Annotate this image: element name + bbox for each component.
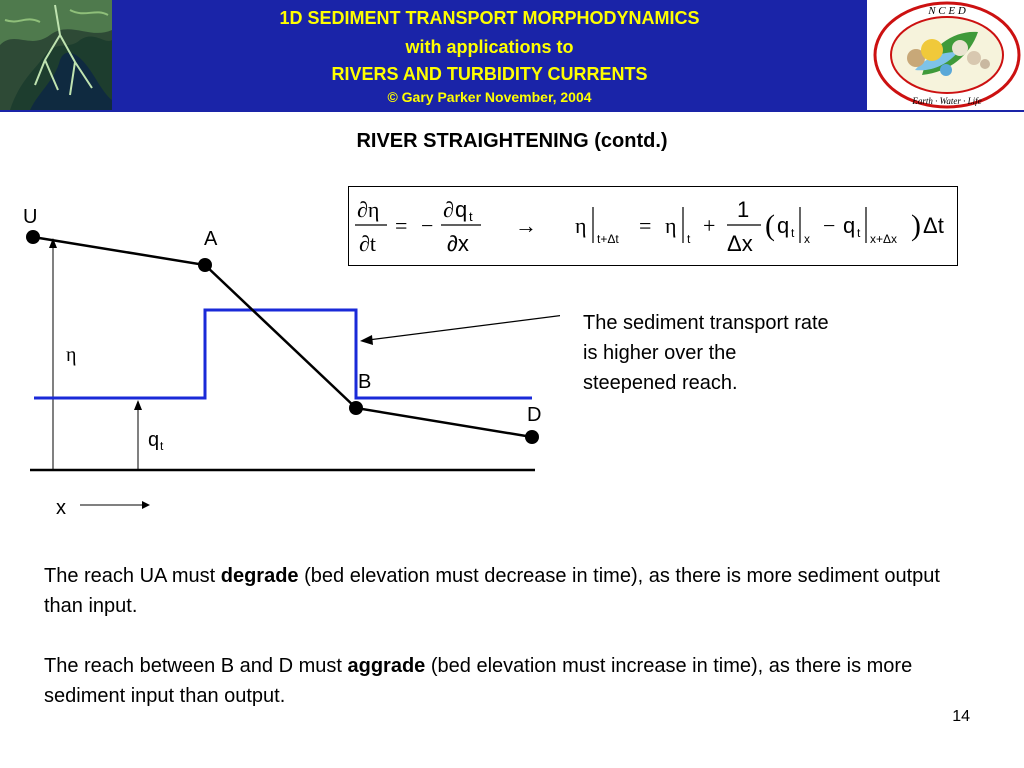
logo-ring-text: Earth · Water · Life (911, 96, 981, 106)
eq-plus: + (703, 213, 715, 238)
paragraph-aggrade: The reach between B and D must aggrade (… (44, 651, 984, 711)
header-divider (0, 110, 1024, 112)
logo-letters: N C E D (927, 5, 966, 17)
callout-line-2: is higher over the (583, 342, 737, 364)
eq-frac-denominator: Δx (727, 231, 753, 256)
eq-left-paren: ( (765, 209, 775, 242)
callout-text: The sediment transport rate is higher ov… (583, 308, 913, 398)
equation-box: ∂η ∂t = − ∂ q t ∂x → η t+Δt = η t + 1 Δx… (348, 186, 958, 266)
course-title-line1: 1D SEDIMENT TRANSPORT MORPHODYNAMICS (279, 8, 700, 28)
eta-arrowhead (49, 238, 57, 248)
eq-q2-sub: t (857, 226, 861, 240)
eq-rhs-numerator-sub: t (469, 209, 473, 224)
paragraph-degrade: The reach UA must degrade (bed elevation… (44, 561, 984, 621)
qt-arrowhead (134, 400, 142, 410)
label-eta: η (66, 344, 76, 366)
course-title-line3: RIVERS AND TURBIDITY CURRENTS (331, 64, 648, 84)
eq-q2: q (843, 213, 855, 238)
eq-arrow: → (515, 213, 537, 238)
slide-header: 1D SEDIMENT TRANSPORT MORPHODYNAMICS wit… (0, 0, 1024, 110)
paragraph-aggrade-lead: The reach between B and D must (44, 655, 348, 677)
eq-rhs-denominator: ∂x (447, 231, 469, 256)
slide-title: RIVER STRAIGHTENING (contd.) (356, 130, 668, 152)
eq-dt: Δt (923, 213, 944, 238)
eq-rhs-numerator-d: ∂ (443, 197, 454, 222)
point-a-marker (198, 258, 212, 272)
callout-arrowhead (360, 335, 373, 345)
paragraph-degrade-rest: (bed elevation must decrease in time), a… (44, 565, 940, 617)
eq-eta-old-sub: t (687, 232, 691, 246)
x-arrowhead (142, 501, 150, 509)
title-banner: 1D SEDIMENT TRANSPORT MORPHODYNAMICS wit… (112, 0, 867, 110)
label-b: B (358, 371, 371, 393)
eq-minus-2: − (823, 213, 835, 238)
eq-eta-new-sub: t+Δt (597, 232, 619, 246)
eq-eta-old: η (665, 213, 677, 238)
eq-equals: = (395, 213, 407, 238)
discretized-exner-equation: ∂η ∂t = − ∂ q t ∂x → η t+Δt = η t + 1 Δx… (355, 197, 944, 256)
callout-line-1: The sediment transport rate (583, 312, 829, 334)
label-d: D (527, 404, 541, 426)
callout-arrow-line (367, 314, 560, 341)
nced-logo: N C E D Earth · Water · Life (873, 1, 1021, 109)
river-profile-diagram: U A B D η q t x (23, 206, 560, 519)
bed-elevation-profile (32, 235, 533, 439)
eq-rhs-numerator-q: q (455, 197, 467, 222)
keyword-aggrade: aggrade (347, 655, 426, 677)
eq-lhs-numerator: ∂η (357, 197, 379, 222)
sediment-transport-rate-profile (34, 308, 532, 400)
point-d-marker (525, 430, 539, 444)
copyright-line: © Gary Parker November, 2004 (387, 89, 592, 105)
river-delta-satellite-image (0, 0, 112, 110)
label-u: U (23, 206, 37, 228)
eq-q1: q (777, 213, 789, 238)
eq-minus: − (421, 213, 433, 238)
course-title-line2: with applications to (405, 37, 574, 57)
eq-q1-eval: x (804, 232, 810, 246)
eq-equals-2: = (639, 213, 651, 238)
eq-eta-new: η (575, 213, 587, 238)
keyword-degrade: degrade (220, 565, 299, 587)
eq-lhs-denominator: ∂t (359, 231, 376, 256)
page-number: 14 (952, 708, 970, 725)
label-qt: q (148, 429, 159, 451)
eq-q1-sub: t (791, 226, 795, 240)
label-x: x (56, 497, 66, 519)
paragraph-degrade-lead: The reach UA must (44, 565, 221, 587)
label-qt-sub: t (160, 439, 164, 453)
point-u-marker (26, 230, 40, 244)
eq-frac-numerator: 1 (737, 197, 749, 222)
eq-q2-eval: x+Δx (870, 232, 897, 246)
eq-right-paren: ) (911, 209, 921, 242)
paragraph-aggrade-rest: (bed elevation must increase in time), a… (44, 655, 913, 707)
label-a: A (204, 228, 218, 250)
callout-line-3: steepened reach. (583, 372, 738, 394)
point-b-marker (349, 401, 363, 415)
